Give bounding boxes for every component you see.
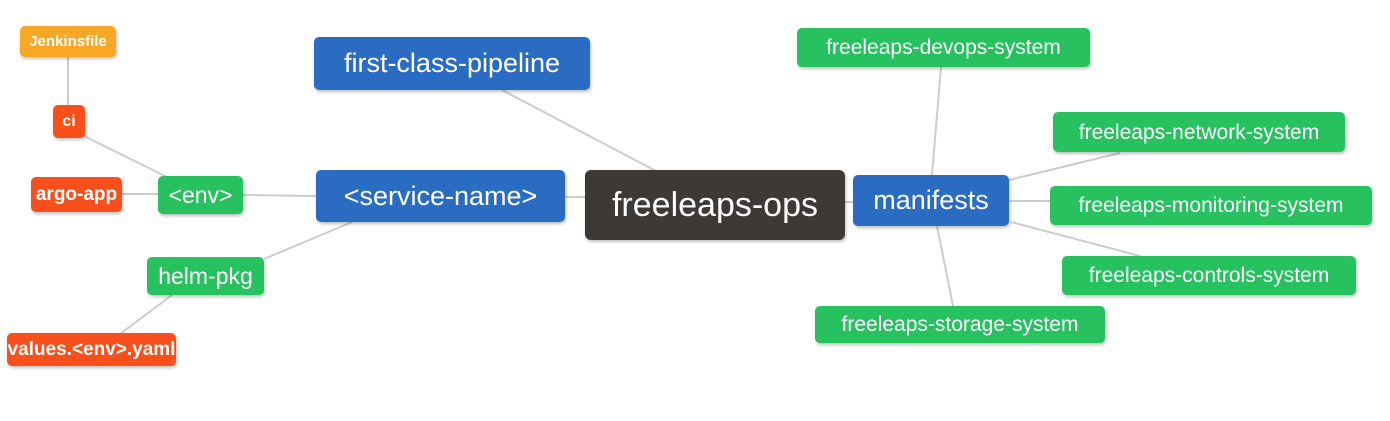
- edge-pipeline-ops: [501, 89, 657, 172]
- node-argo-app[interactable]: argo-app: [31, 177, 122, 212]
- edge-manifests-network: [1008, 152, 1121, 181]
- edge-ci-env: [83, 135, 168, 178]
- node-values-env-yaml[interactable]: values.<env>.yaml: [7, 333, 176, 366]
- node-freeleaps-controls-system[interactable]: freeleaps-controls-system: [1062, 256, 1356, 295]
- node-freeleaps-devops-system[interactable]: freeleaps-devops-system: [797, 28, 1090, 67]
- edge-manifests-controls: [1010, 221, 1141, 257]
- edge-helmpkg-values: [119, 294, 173, 335]
- edge-env-servicename: [242, 194, 317, 197]
- node-ci[interactable]: ci: [53, 105, 85, 138]
- node-first-class-pipeline[interactable]: first-class-pipeline: [314, 37, 590, 90]
- node-freeleaps-storage-system[interactable]: freeleaps-storage-system: [815, 306, 1105, 343]
- edge-manifests-devops: [931, 66, 942, 176]
- node-service-name[interactable]: <service-name>: [316, 170, 565, 222]
- node-freeleaps-monitoring-system[interactable]: freeleaps-monitoring-system: [1050, 186, 1372, 225]
- node-helm-pkg[interactable]: helm-pkg: [147, 257, 264, 295]
- edge-servicename-helmpkg: [263, 221, 353, 260]
- edge-manifests-storage: [936, 225, 954, 307]
- node-jenkinsfile[interactable]: Jenkinsfile: [20, 26, 116, 57]
- node-freeleaps-ops[interactable]: freeleaps-ops: [585, 170, 845, 240]
- node-manifests[interactable]: manifests: [853, 175, 1009, 226]
- node-freeleaps-network-system[interactable]: freeleaps-network-system: [1053, 112, 1345, 152]
- node-env[interactable]: <env>: [158, 176, 243, 214]
